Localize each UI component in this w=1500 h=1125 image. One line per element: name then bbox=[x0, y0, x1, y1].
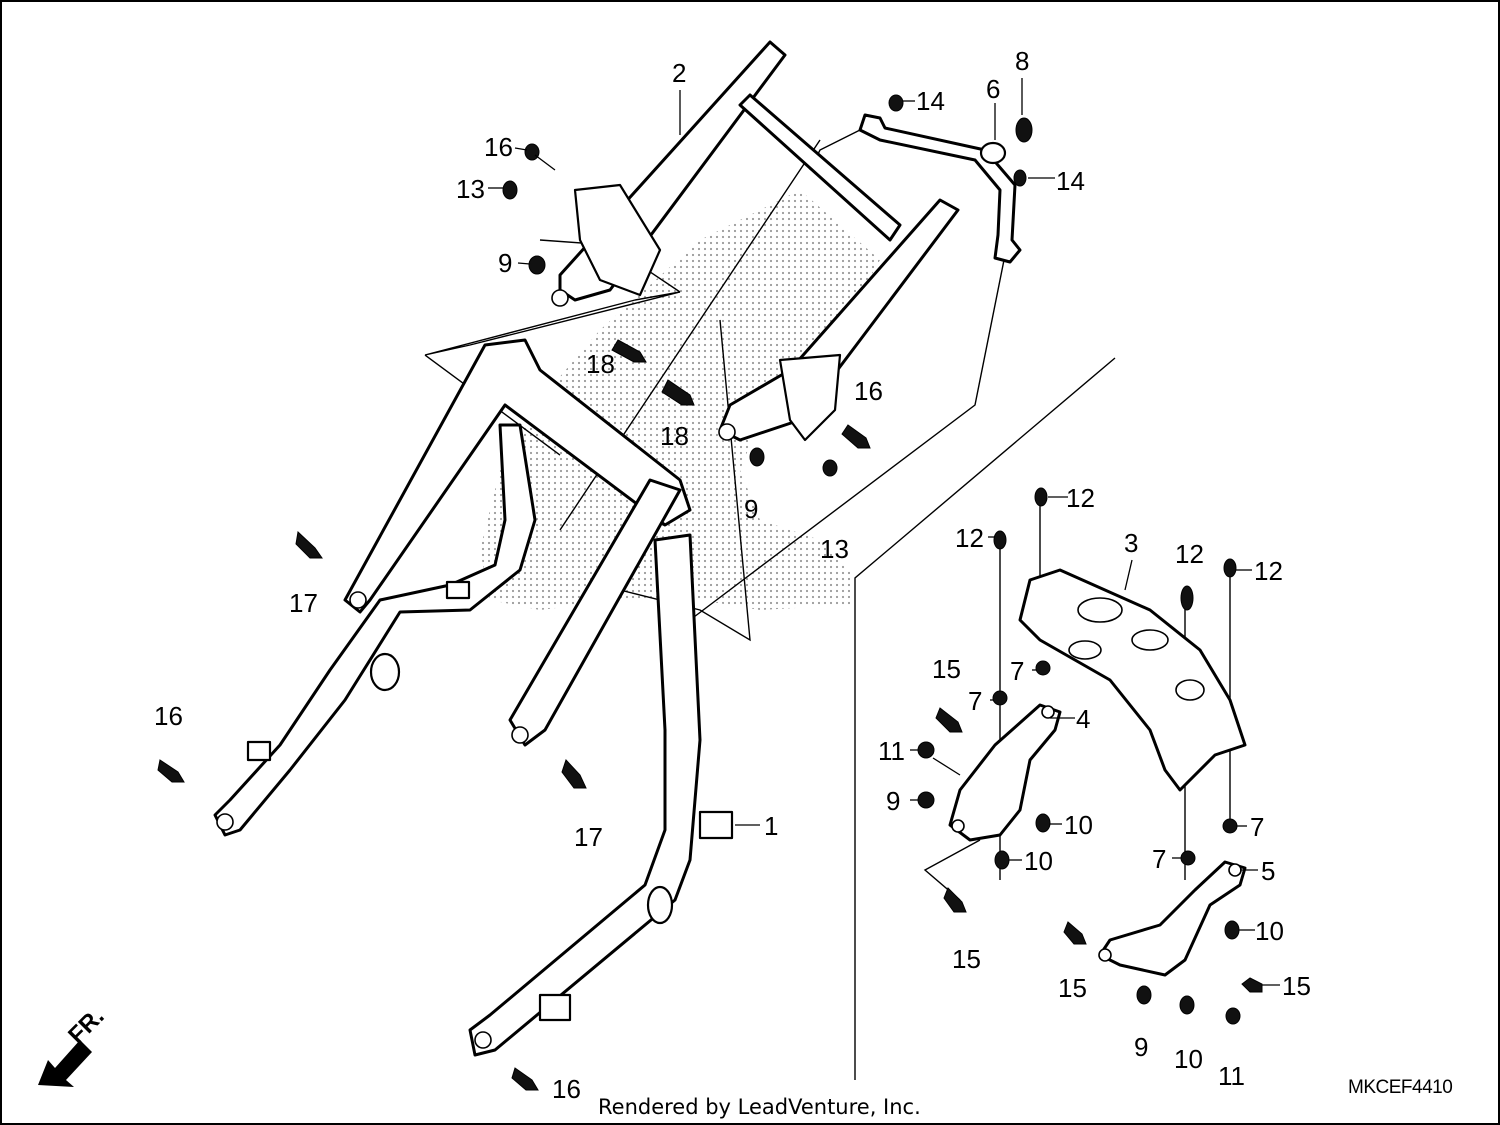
rear-stay bbox=[858, 113, 1022, 264]
grab-plate bbox=[1018, 568, 1247, 792]
callout-4: 4 bbox=[1076, 704, 1090, 734]
section-divider bbox=[854, 357, 1116, 1080]
callout-16b: 16 bbox=[854, 376, 883, 406]
callout-16c: 16 bbox=[154, 701, 183, 731]
callout-6: 6 bbox=[986, 74, 1000, 104]
main-frame bbox=[213, 338, 734, 1057]
callout-14b: 14 bbox=[1056, 166, 1085, 196]
callout-12c: 12 bbox=[1175, 539, 1204, 569]
callout-13a: 13 bbox=[456, 174, 485, 204]
callout-11a: 11 bbox=[878, 736, 905, 766]
callout-5: 5 bbox=[1261, 856, 1275, 886]
callout-1: 1 bbox=[764, 811, 778, 841]
callout-10c: 10 bbox=[1255, 916, 1284, 946]
render-credit: Rendered by LeadVenture, Inc. bbox=[598, 1095, 921, 1119]
callout-7d: 7 bbox=[1152, 844, 1166, 874]
callout-7a: 7 bbox=[1010, 656, 1024, 686]
front-direction-label: FR. bbox=[63, 1003, 109, 1049]
callout-2: 2 bbox=[672, 58, 686, 88]
front-direction-indicator: FR. bbox=[38, 1003, 110, 1087]
callout-17b: 17 bbox=[574, 822, 603, 852]
leader-lines bbox=[488, 78, 1280, 986]
callout-14a: 14 bbox=[916, 86, 945, 116]
upper-subframe bbox=[551, 40, 960, 442]
side-bracket-right bbox=[1098, 860, 1247, 977]
callout-15c: 15 bbox=[1058, 973, 1087, 1003]
callout-9a: 9 bbox=[498, 248, 512, 278]
callout-10a: 10 bbox=[1064, 810, 1093, 840]
callout-8: 8 bbox=[1015, 46, 1029, 76]
callout-17a: 17 bbox=[289, 588, 318, 618]
callout-7c: 7 bbox=[1250, 812, 1264, 842]
callout-16a: 16 bbox=[484, 132, 513, 162]
callout-labels: 1 2 3 4 5 6 7 7 7 7 7 8 9 9 9 9 10 10 10… bbox=[154, 46, 1311, 1104]
callout-15d: 15 bbox=[1282, 971, 1311, 1001]
callout-10d: 10 bbox=[1174, 1044, 1203, 1074]
callout-3: 3 bbox=[1124, 528, 1138, 558]
callout-12d: 12 bbox=[1254, 556, 1283, 586]
drawing-code: MKCEF4410 bbox=[1348, 1077, 1452, 1098]
callout-11b: 11 bbox=[1218, 1061, 1245, 1091]
callout-9b: 9 bbox=[744, 494, 758, 524]
callout-12a: 12 bbox=[1066, 483, 1095, 513]
callout-13b: 13 bbox=[820, 534, 849, 564]
callout-12b: 12 bbox=[955, 523, 984, 553]
callout-18a: 18 bbox=[586, 349, 615, 379]
callout-15b: 15 bbox=[952, 944, 981, 974]
callout-15a: 15 bbox=[932, 654, 961, 684]
callout-9c: 9 bbox=[886, 786, 900, 816]
callout-7b: 7 bbox=[968, 686, 982, 716]
front-arrow-icon bbox=[38, 1040, 92, 1087]
callout-10b: 10 bbox=[1024, 846, 1053, 876]
side-bracket-left bbox=[948, 703, 1062, 842]
callout-9d: 9 bbox=[1134, 1032, 1148, 1062]
callout-16d: 16 bbox=[552, 1074, 581, 1104]
callout-18b: 18 bbox=[660, 421, 689, 451]
